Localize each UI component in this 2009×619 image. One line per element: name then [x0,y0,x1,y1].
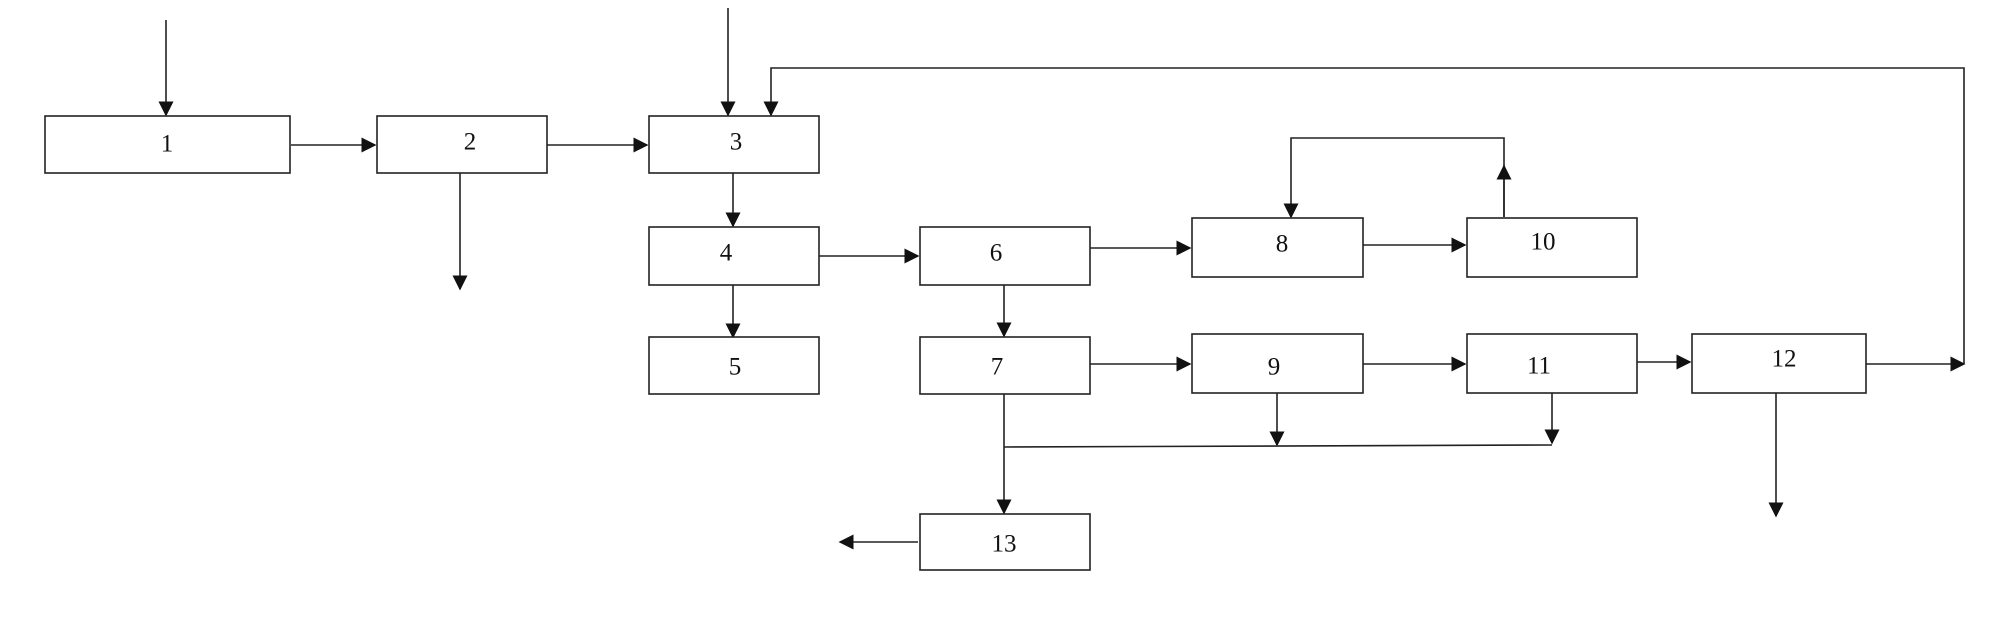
process-box-6: 6 [919,226,1091,286]
process-box-1: 1 [44,115,291,174]
process-box-11: 11 [1466,333,1638,394]
process-box-9-label: 9 [1268,354,1281,381]
process-box-3-label: 3 [730,129,743,156]
process-box-13: 13 [919,513,1091,571]
edge-10-to-8-loop [1283,137,1505,219]
process-box-13-label: 13 [992,531,1017,558]
process-box-12-label: 12 [1772,346,1797,373]
nodes: 1 2 3 4 5 6 7 8 [44,115,1867,571]
process-box-4-label: 4 [720,240,733,267]
process-box-8: 8 [1191,217,1364,278]
process-box-7-label: 7 [991,354,1004,381]
process-box-2: 2 [376,115,548,174]
process-box-5-label: 5 [729,354,742,381]
edge-12-recycle-to-3 [763,67,1965,364]
process-box-2-label: 2 [464,129,477,156]
process-box-3: 3 [648,115,820,174]
process-box-10-label: 10 [1531,229,1556,256]
process-box-6-label: 6 [990,240,1003,267]
process-box-11-label: 11 [1527,353,1551,380]
edges [158,8,1966,550]
process-box-5: 5 [648,336,820,395]
process-box-10: 10 [1466,217,1638,278]
process-box-8-label: 8 [1276,231,1289,258]
process-box-12: 12 [1691,333,1867,394]
process-box-7: 7 [919,336,1091,395]
process-box-4: 4 [648,226,820,286]
process-box-1-label: 1 [161,131,174,158]
process-box-9: 9 [1191,333,1364,394]
edge-collector-line [1003,444,1553,448]
